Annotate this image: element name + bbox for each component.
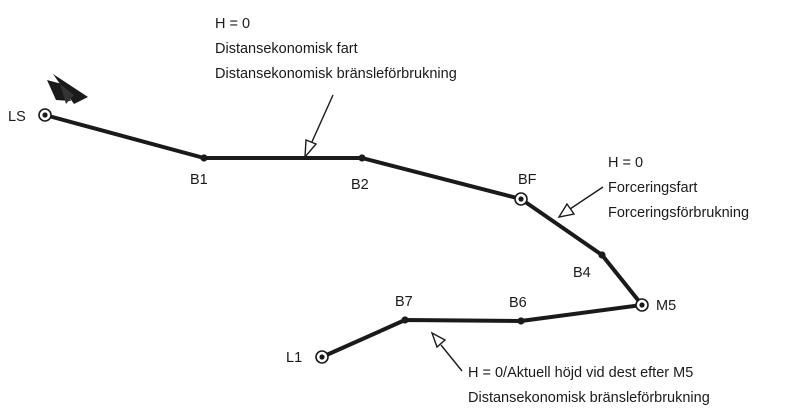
annotation-1-line-2: Distansekonomisk fart — [215, 41, 358, 57]
annotation-3-line-1: H = 0/Aktuell höjd vid dest efter M5 — [468, 365, 693, 381]
waypoint-label-l1: L1 — [286, 350, 302, 366]
annotation-3-pointer-arrow-icon — [430, 331, 463, 372]
waypoint-label-b6: B6 — [509, 295, 527, 311]
waypoint-ring-bf — [514, 192, 528, 206]
annotation-2-line-1: H = 0 — [608, 155, 643, 171]
annotation-2-line-2: Forceringsfart — [608, 180, 697, 196]
annotation-2-line-3: Forceringsförbrukning — [608, 205, 749, 221]
waypoint-label-b2: B2 — [351, 177, 369, 193]
departure-arrow-icon — [47, 74, 88, 104]
annotation-2-pointer-arrow-icon — [557, 186, 604, 219]
annotation-1-line-1: H = 0 — [215, 16, 250, 32]
waypoint-dot-b4 — [598, 251, 606, 259]
waypoint-dot-b7 — [401, 316, 409, 324]
annotation-leg-1: H = 0 Distansekonomisk fart Distansekono… — [215, 16, 457, 82]
annotation-3-line-2: Distansekonomisk bränsleförbrukning — [468, 390, 710, 406]
flight-route-line — [43, 113, 644, 359]
annotation-leg-3: H = 0/Aktuell höjd vid dest efter M5 Dis… — [468, 365, 710, 406]
waypoint-label-b7: B7 — [395, 294, 413, 310]
waypoint-dot-b2 — [358, 154, 366, 162]
waypoint-dot-b6 — [517, 317, 525, 325]
waypoint-ring-m5 — [635, 298, 649, 312]
annotation-1-line-3: Distansekonomisk bränsleförbrukning — [215, 66, 457, 82]
waypoint-dot-b1 — [200, 154, 208, 162]
annotation-1-pointer-arrow-icon — [304, 94, 334, 160]
annotation-leg-2: H = 0 Forceringsfart Forceringsförbrukni… — [608, 155, 749, 221]
waypoint-label-ls: LS — [8, 109, 26, 125]
waypoint-label-b1: B1 — [190, 172, 208, 188]
waypoint-label-bf: BF — [518, 172, 537, 188]
waypoint-label-m5: M5 — [656, 298, 676, 314]
waypoint-ring-ls — [38, 108, 52, 122]
waypoint-label-b4: B4 — [573, 265, 591, 281]
waypoint-ring-l1 — [315, 350, 329, 364]
